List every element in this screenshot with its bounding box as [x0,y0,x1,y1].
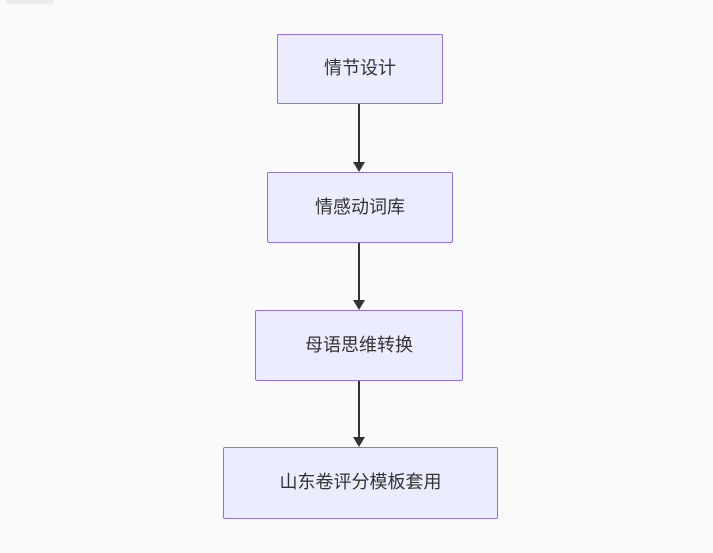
edge-line [358,243,360,300]
edge-line [358,381,360,437]
flow-node-label: 情感动词库 [315,196,405,217]
flow-node-plot-design: 情节设计 [277,34,443,104]
arrowhead-down-icon [353,437,365,447]
edge-line [358,104,360,162]
window-edge-artifact [6,0,54,4]
flow-edge-3 [352,381,366,447]
flow-node-emotion-verb-bank: 情感动词库 [267,172,453,243]
flow-node-native-thinking-conversion: 母语思维转换 [255,310,463,381]
flow-node-label: 山东卷评分模板套用 [279,472,442,493]
flow-node-label: 情节设计 [324,58,396,79]
arrowhead-down-icon [353,300,365,310]
flow-edge-1 [352,104,366,172]
flow-edge-2 [352,243,366,310]
flow-node-label: 母语思维转换 [305,334,413,355]
arrowhead-down-icon [353,162,365,172]
flow-node-shandong-scoring-template: 山东卷评分模板套用 [223,447,498,519]
